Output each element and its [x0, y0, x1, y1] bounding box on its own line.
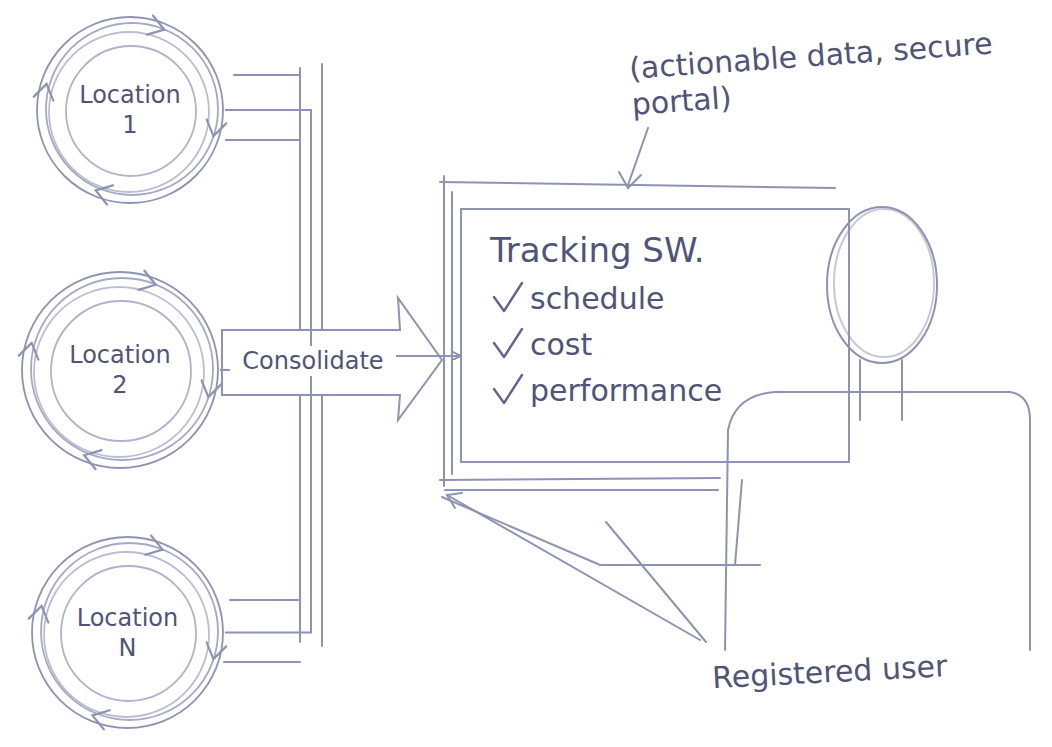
location-name: Location 1 [74, 80, 186, 140]
person-arm [735, 480, 742, 565]
leader-line [606, 522, 706, 642]
cycle-arrow [207, 119, 227, 136]
person-neck [901, 360, 903, 420]
check-mark [494, 329, 522, 357]
bus-stub [226, 139, 300, 141]
leader-head [619, 172, 641, 188]
bus-stub [230, 599, 300, 601]
cycle-arrow [139, 271, 156, 290]
person-neck [859, 360, 861, 420]
cycle-arrow [202, 380, 222, 397]
circle-ring [31, 278, 213, 460]
bus-stub [234, 74, 300, 76]
callout-note: (actionable data, secure portal) [628, 25, 1002, 123]
location-circle: Location 1 [35, 15, 225, 205]
cycle-arrow [29, 606, 49, 623]
circle-ring [51, 301, 191, 441]
monitor-frame [440, 478, 720, 480]
circle-ring [34, 287, 204, 457]
person-head [827, 207, 937, 363]
circle-outline [35, 15, 225, 205]
user-label: Registered user [711, 644, 1032, 697]
consolidation-link [225, 110, 460, 356]
cycle-arrow [34, 84, 54, 101]
circle-ring [49, 32, 209, 192]
circle-ring [32, 537, 223, 728]
cycle-arrow [207, 642, 227, 659]
edge-label: Consolidate [230, 346, 396, 376]
circle-outline [20, 270, 220, 470]
location-name: Location N [72, 603, 184, 663]
cycle-arrow [147, 16, 164, 35]
tracking-screen: Tracking SW.schedulecostperformance [460, 208, 850, 463]
monitor-frame [451, 192, 453, 474]
consolidation-link [225, 356, 460, 633]
circle-ring [61, 566, 196, 701]
circle-ring [37, 17, 223, 203]
monitor-frame [443, 176, 445, 486]
bus-stub [224, 661, 300, 663]
check-mark [494, 283, 522, 311]
circle-outline [30, 535, 225, 730]
cycle-arrow [96, 185, 113, 204]
person-body [725, 392, 1030, 650]
circle-ring [44, 552, 209, 717]
consolidate-arrow [222, 298, 442, 420]
cycle-arrow [19, 343, 39, 360]
circle-ring [41, 543, 218, 720]
circle-ring [66, 46, 196, 176]
checklist-item: performance [530, 368, 722, 414]
monitor-frame [440, 182, 835, 188]
checklist-item: schedule [530, 276, 664, 322]
leader-line [628, 128, 648, 185]
location-circle: Location N [30, 535, 225, 730]
check-mark [494, 375, 522, 403]
location-circle: Location 2 [20, 270, 220, 470]
circle-ring [22, 272, 218, 468]
cycle-arrow [145, 536, 162, 555]
leader-head [447, 493, 462, 508]
location-name: Location 2 [64, 340, 176, 400]
monitor-stand [445, 489, 718, 491]
cycle-arrow [92, 710, 109, 729]
leader-line [447, 495, 700, 640]
cycle-arrow [84, 450, 101, 469]
circle-ring [46, 23, 218, 195]
monitor-stand [442, 497, 760, 565]
screen-title: Tracking SW. [490, 228, 834, 272]
checklist-item: cost [530, 322, 592, 368]
